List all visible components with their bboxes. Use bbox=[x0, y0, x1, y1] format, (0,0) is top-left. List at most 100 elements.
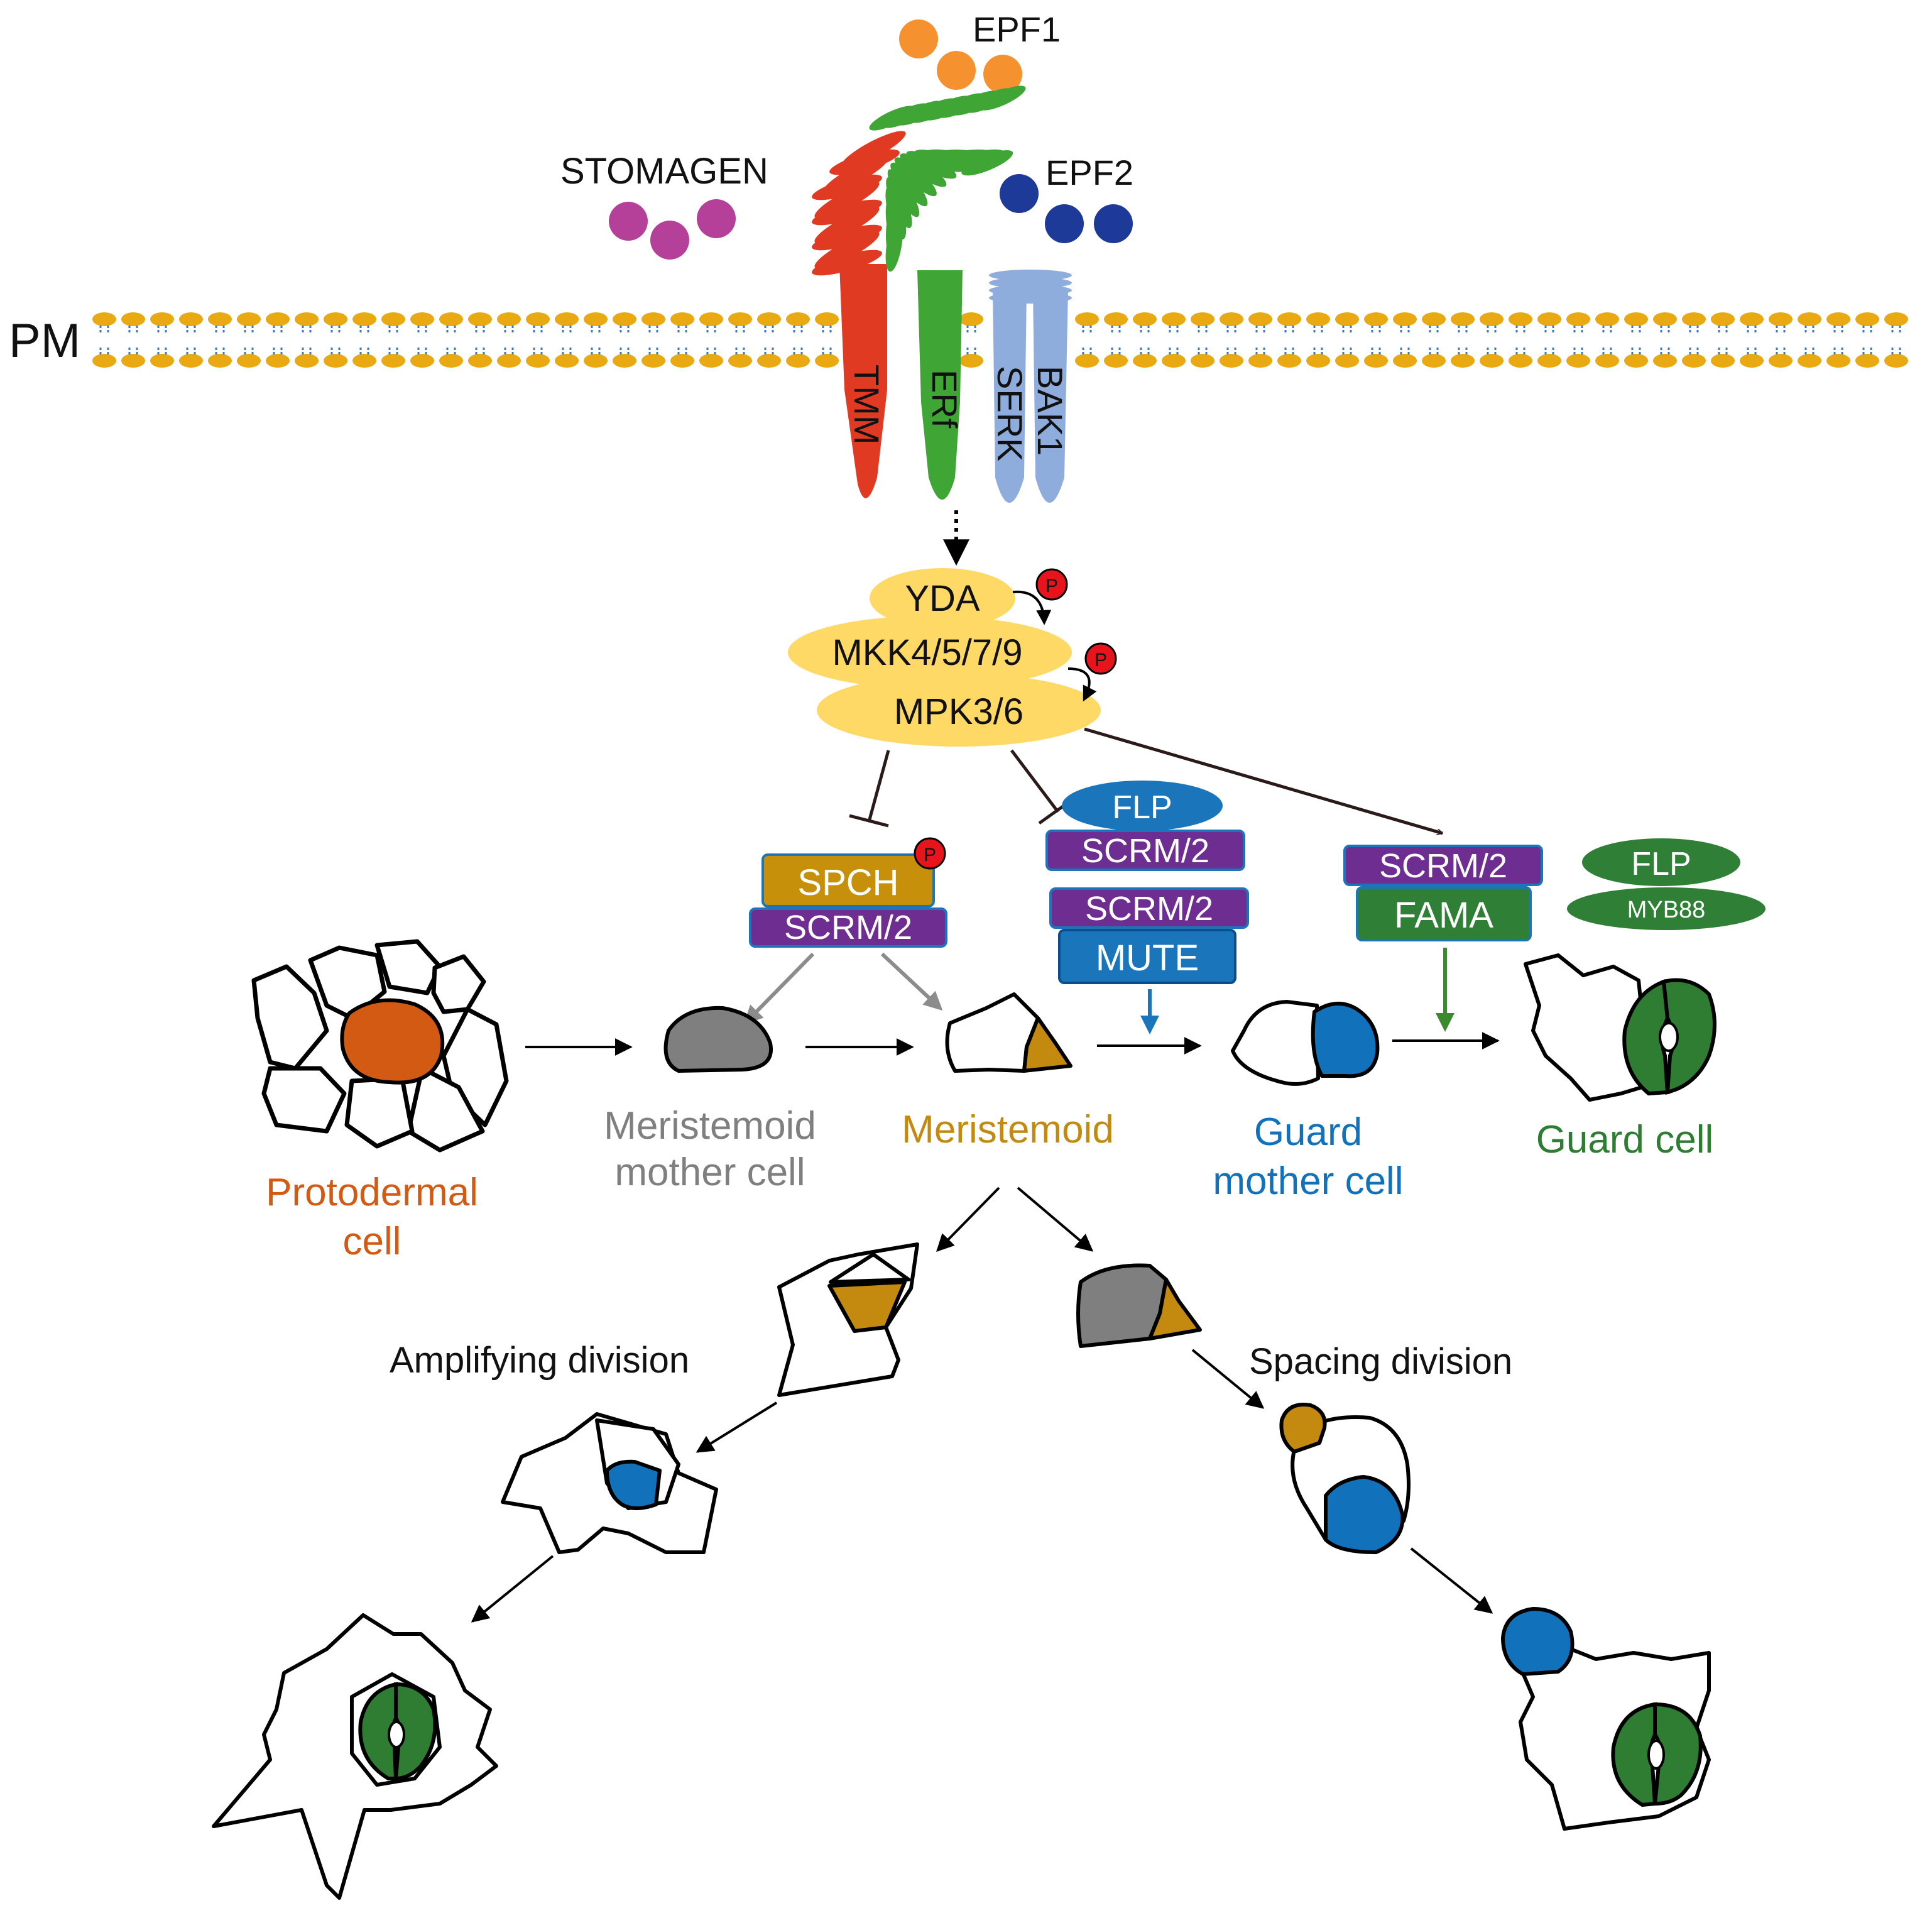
lipid-head bbox=[1133, 354, 1157, 368]
lipid-head bbox=[1306, 312, 1330, 326]
lipid-head bbox=[1682, 354, 1706, 368]
lipid-head bbox=[1537, 312, 1561, 326]
lipid-head bbox=[295, 354, 319, 368]
mute-box bbox=[1058, 929, 1236, 984]
fama-box bbox=[1356, 886, 1532, 941]
lipid-head bbox=[266, 312, 290, 326]
stomagen-dot bbox=[697, 199, 736, 238]
lipid-head bbox=[1220, 354, 1243, 368]
epf1-dot bbox=[899, 19, 938, 58]
flp-label: FLP bbox=[1631, 846, 1691, 882]
lipid-head bbox=[1740, 312, 1764, 326]
tmm-ectodomain bbox=[812, 131, 906, 276]
lipid-head bbox=[1480, 312, 1504, 326]
phospho-badge bbox=[914, 837, 946, 870]
lrr-repeat bbox=[814, 206, 880, 244]
lrr-repeat bbox=[890, 162, 928, 207]
epf1-ligands: EPF1 bbox=[899, 9, 1061, 94]
lipid-head bbox=[92, 312, 116, 326]
lipid-head bbox=[381, 354, 405, 368]
fama-complex: SCRM/2 FAMA bbox=[1343, 845, 1543, 941]
mapk-cascade: YDA MKK4/5/7/9 MPK3/6 P P bbox=[788, 568, 1117, 747]
phospho-label: P bbox=[1094, 650, 1107, 671]
pavement-cell bbox=[374, 939, 442, 995]
lipid-head bbox=[584, 312, 608, 326]
myb88-node bbox=[1567, 887, 1766, 930]
serk-stalk-right bbox=[1033, 289, 1068, 503]
lipid-head bbox=[1364, 312, 1388, 326]
spacing-label: Spacing division bbox=[1249, 1341, 1512, 1382]
lrr-repeat bbox=[812, 174, 882, 200]
pavement-cell bbox=[344, 1076, 415, 1149]
lrr-repeat bbox=[814, 231, 880, 269]
lipid-head bbox=[1769, 312, 1793, 326]
amplifying-cell-2 bbox=[501, 1412, 718, 1554]
meristemoid-cell bbox=[945, 992, 1072, 1073]
yda-phospho-arrow bbox=[1012, 590, 1052, 625]
lipid-head bbox=[815, 312, 839, 326]
lipid-head bbox=[613, 312, 636, 326]
mmc-shape bbox=[663, 1006, 773, 1073]
lrr-repeat bbox=[812, 199, 882, 226]
epf2-dot bbox=[1094, 204, 1133, 243]
phospho-badge bbox=[1035, 568, 1068, 601]
amplifying-label: Amplifying division bbox=[390, 1340, 689, 1381]
lipid-head bbox=[92, 354, 116, 368]
lipid-head bbox=[497, 354, 521, 368]
lipid-head bbox=[1248, 354, 1272, 368]
scrm-box bbox=[1343, 845, 1543, 886]
phospho-label: P bbox=[924, 845, 936, 865]
meristemoid-core bbox=[1022, 1016, 1072, 1073]
tmm-receptor: TMM bbox=[812, 131, 906, 498]
lipid-head bbox=[1653, 312, 1677, 326]
phospho-label: P bbox=[1045, 576, 1058, 596]
lipid-head bbox=[410, 354, 434, 368]
epf2-ligands: EPF2 bbox=[1000, 153, 1133, 243]
lipid-head bbox=[1595, 354, 1619, 368]
lipid-head bbox=[728, 354, 752, 368]
stomagen-label: STOMAGEN bbox=[560, 151, 768, 192]
lipid-head bbox=[468, 354, 492, 368]
lipid-head bbox=[670, 354, 694, 368]
gmc-label-1: Guard bbox=[1254, 1110, 1362, 1154]
lipid-head bbox=[1566, 354, 1590, 368]
spch-box bbox=[761, 853, 935, 907]
amplifying-arrow-1 bbox=[696, 1401, 778, 1453]
meristemoid-label: Meristemoid bbox=[902, 1108, 1114, 1151]
inhibit-spch-line bbox=[868, 750, 890, 820]
lipid-head bbox=[786, 354, 810, 368]
lipid-head bbox=[641, 312, 665, 326]
spch-complex: SPCH SCRM/2 P bbox=[749, 837, 947, 948]
lipid-head bbox=[699, 354, 723, 368]
flp-label: FLP bbox=[1112, 789, 1172, 826]
spacing-cell-3 bbox=[1501, 1607, 1711, 1831]
lipid-head bbox=[1509, 354, 1532, 368]
erf-receptor: ERf bbox=[869, 85, 1026, 500]
lipid-head bbox=[1595, 312, 1619, 326]
amplifying-arrow-2 bbox=[471, 1555, 554, 1623]
stomagen-ligands: STOMAGEN bbox=[560, 151, 768, 260]
mute-complex: SCRM/2 MUTE bbox=[1049, 887, 1249, 984]
lipid-head bbox=[786, 312, 810, 326]
lipid-head bbox=[1277, 354, 1301, 368]
tmm-label: TMM bbox=[847, 365, 887, 445]
lipid-head bbox=[1653, 354, 1677, 368]
pavement-cell bbox=[251, 964, 329, 1071]
mmc-label-1: Meristemoid bbox=[604, 1104, 816, 1148]
mmc-label-2: mother cell bbox=[614, 1151, 805, 1194]
spacing-arrow-1 bbox=[1191, 1349, 1265, 1409]
lrr-repeat bbox=[886, 177, 912, 229]
yda-label: YDA bbox=[905, 578, 980, 619]
lipid-head bbox=[1422, 312, 1446, 326]
lipid-head bbox=[1855, 354, 1879, 368]
lipid-head bbox=[641, 354, 665, 368]
protodermal-label-2: cell bbox=[342, 1220, 401, 1263]
lipid-head bbox=[1884, 354, 1908, 368]
stomagen-dot bbox=[609, 202, 648, 241]
stomagen-dot bbox=[650, 221, 689, 260]
lipid-head bbox=[1798, 354, 1821, 368]
lipid-head bbox=[1248, 312, 1272, 326]
mkk-label: MKK4/5/7/9 bbox=[832, 632, 1022, 673]
lipid-head bbox=[179, 312, 203, 326]
